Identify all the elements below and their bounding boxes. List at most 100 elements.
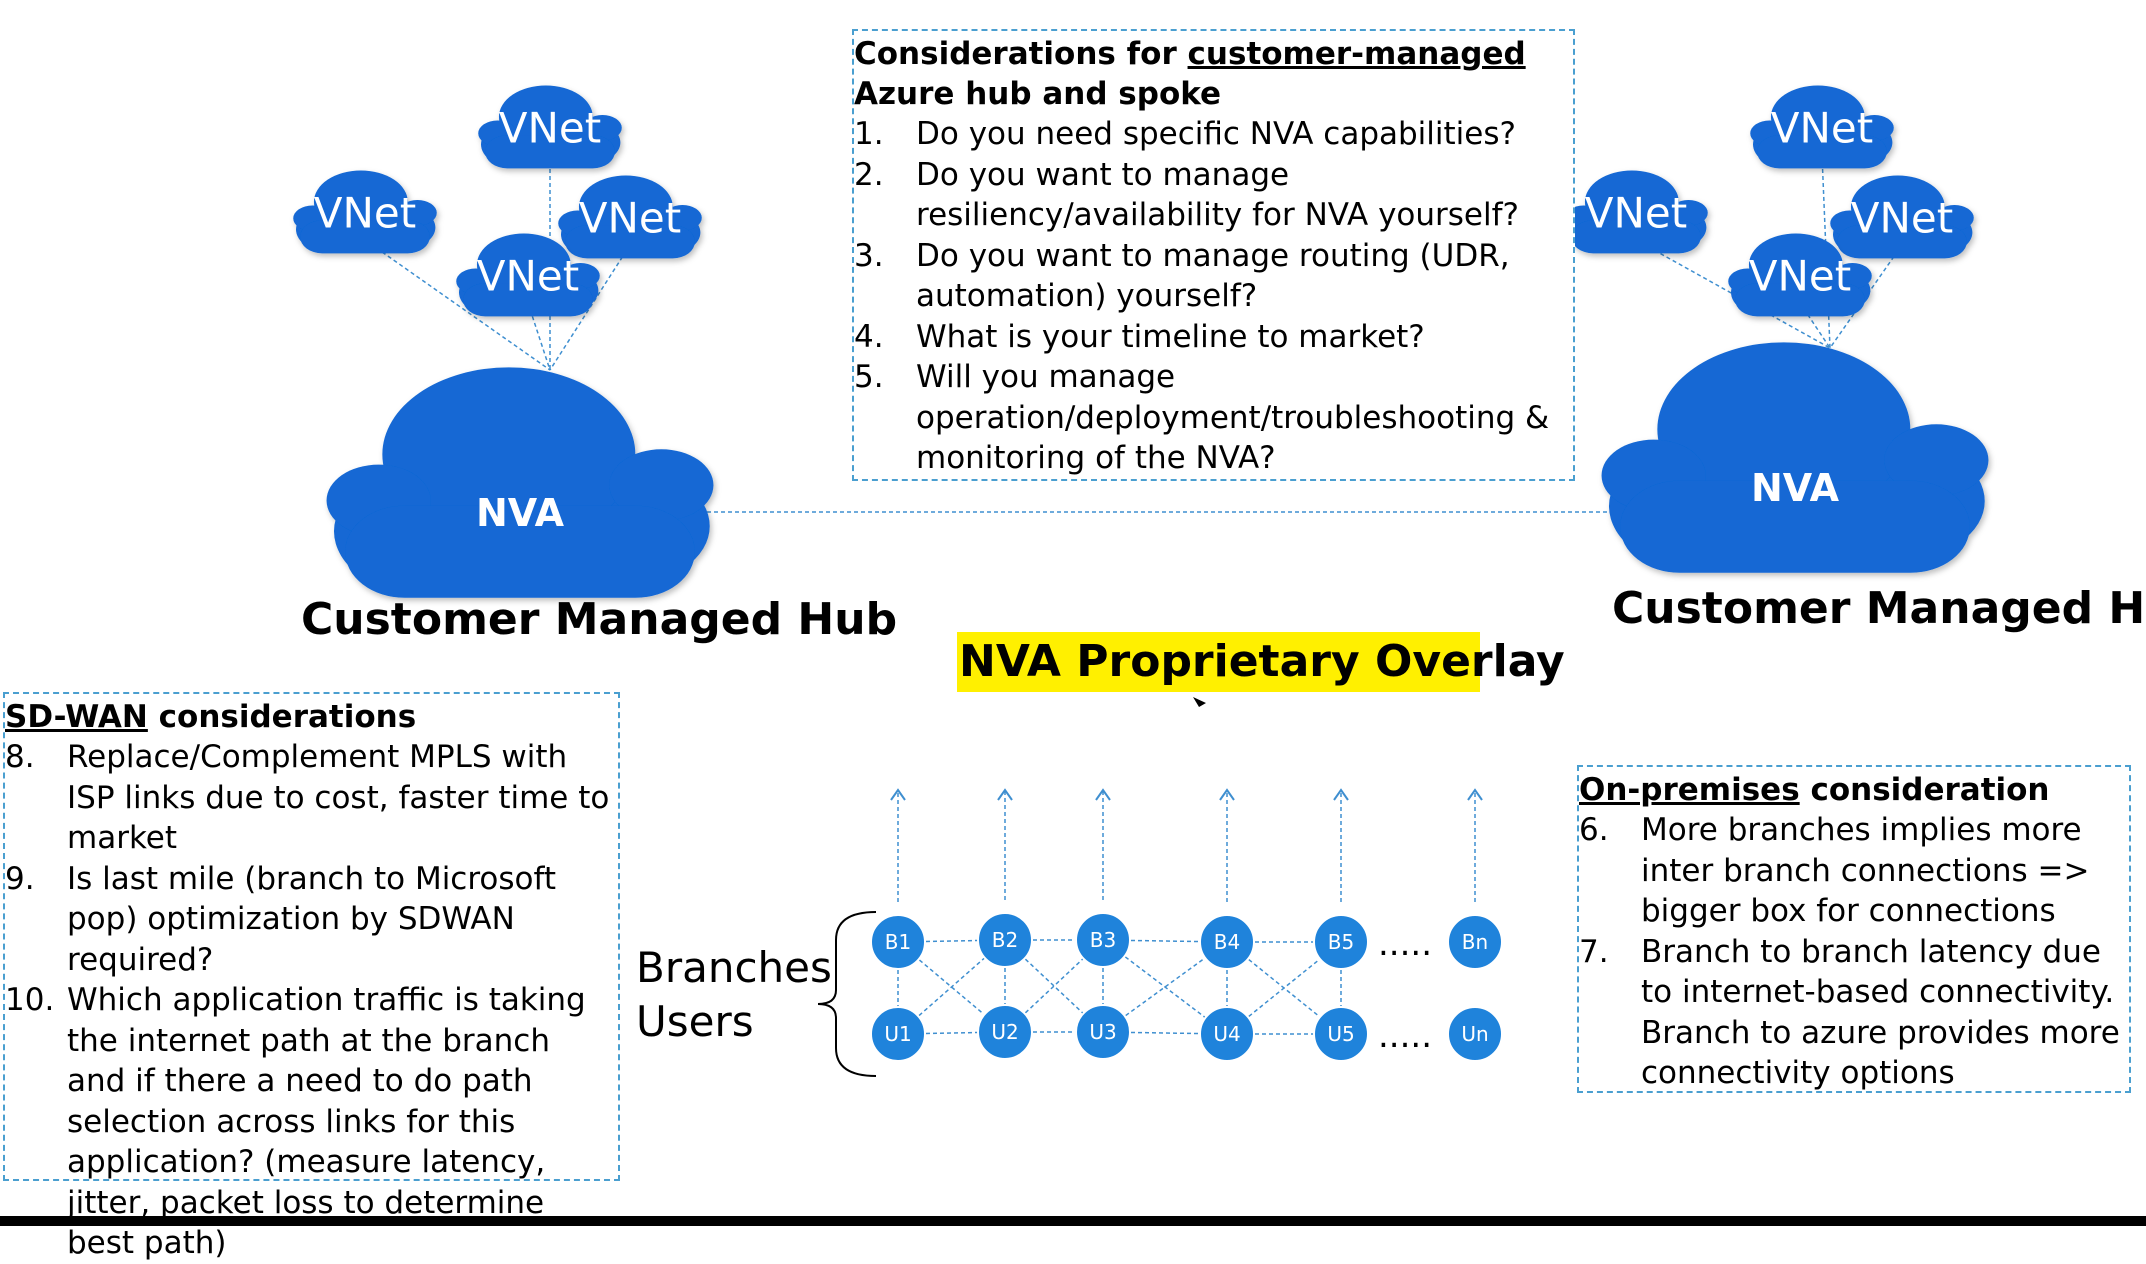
sdwan-consideration-item-text: Is last mile (branch to Microsoft pop) o… bbox=[67, 860, 557, 978]
arrow-head bbox=[890, 788, 906, 801]
top-considerations-list: 1. Do you need specific NVA capabilities?… bbox=[854, 114, 1567, 479]
user-node: U5 bbox=[1313, 1006, 1369, 1062]
node-label: B1 bbox=[885, 930, 911, 954]
sdwan-consideration-item-number: 9. bbox=[5, 860, 35, 897]
node-label: U2 bbox=[991, 1020, 1018, 1044]
top-consideration-item-text: Do you want to manage routing (UDR, auto… bbox=[916, 237, 1510, 315]
top-consideration-item-text: Do you want to manage resiliency/availab… bbox=[916, 156, 1519, 234]
branch-node: B5 bbox=[1313, 914, 1369, 970]
node-label: B3 bbox=[1090, 928, 1116, 952]
node-label: U3 bbox=[1089, 1020, 1116, 1044]
hub-spoke-link bbox=[1635, 239, 1831, 349]
onprem-consideration-item: 7. Branch to branch latency due to intern… bbox=[1579, 932, 2123, 1094]
sdwan-considerations-title: SD-WAN considerations bbox=[5, 699, 417, 735]
top-consideration-item: 4. What is your timeline to market? bbox=[854, 317, 1567, 358]
node-label: B4 bbox=[1214, 930, 1240, 954]
arrow-head bbox=[1219, 788, 1235, 801]
arrow-head bbox=[997, 788, 1013, 801]
onprem-consideration-item: 6. More branches implies more inter branc… bbox=[1579, 810, 2123, 932]
sdwan-consideration-item: 10. Which application traffic is taking t… bbox=[5, 980, 618, 1264]
nva-cloud-icon: NVA bbox=[1601, 342, 1989, 573]
branches-label: Branches bbox=[636, 943, 832, 992]
top-considerations-box: Considerations for customer-managed Azur… bbox=[852, 29, 1575, 481]
users-label: Users bbox=[636, 997, 754, 1046]
user-node: U3 bbox=[1075, 1004, 1131, 1060]
bottom-bar bbox=[0, 1216, 2146, 1226]
bracket bbox=[817, 911, 877, 1077]
branch-node: B3 bbox=[1075, 912, 1131, 968]
vnet-cloud-icon: VNet bbox=[293, 170, 437, 254]
sdwan-consideration-item: 9. Is last mile (branch to Microsoft pop)… bbox=[5, 859, 618, 981]
onprem-consideration-item-number: 6. bbox=[1579, 812, 1609, 848]
branch-node: B4 bbox=[1199, 914, 1255, 970]
vnet-label: VNet bbox=[1585, 189, 1687, 238]
node-label: U5 bbox=[1327, 1022, 1354, 1046]
ellipsis: ..... bbox=[1378, 924, 1432, 964]
nva-cloud-label: NVA bbox=[476, 491, 565, 535]
sdwan-consideration-item-number: 8. bbox=[5, 739, 35, 775]
vnet-label: VNet bbox=[1749, 252, 1851, 301]
ellipsis: ..... bbox=[1378, 1016, 1432, 1056]
vnet-cloud-icon: VNet bbox=[478, 85, 622, 169]
top-consideration-item: 2. Do you want to manage resiliency/avail… bbox=[854, 155, 1567, 236]
top-consideration-item-number: 3. bbox=[854, 237, 884, 274]
left-hub-label: Customer Managed Hub bbox=[301, 594, 898, 645]
overlay-label: NVA Proprietary Overlay bbox=[957, 632, 1565, 692]
arrow-head bbox=[1467, 788, 1483, 801]
branch-node: Bn bbox=[1447, 914, 1503, 970]
sdwan-consideration-item-text: Replace/Complement MPLS with ISP links d… bbox=[67, 739, 610, 856]
vnet-cloud-icon: VNet bbox=[456, 233, 600, 317]
vnet-cloud-icon: VNet bbox=[558, 175, 702, 259]
top-consideration-item-number: 2. bbox=[854, 156, 884, 193]
top-consideration-item: 3. Do you want to manage routing (UDR, au… bbox=[854, 236, 1567, 317]
vnet-cloud-icon: VNet bbox=[1728, 233, 1872, 317]
top-consideration-item: 5. Will you manage operation/deployment/t… bbox=[854, 357, 1567, 479]
onprem-considerations-title: On-premises consideration bbox=[1579, 772, 2050, 808]
vnet-label: VNet bbox=[477, 252, 579, 301]
vnet-label: VNet bbox=[1851, 194, 1953, 243]
top-consideration-item-number: 4. bbox=[854, 318, 884, 355]
user-node: U4 bbox=[1199, 1006, 1255, 1062]
onprem-consideration-item-text: Branch to branch latency due to internet… bbox=[1641, 933, 2120, 1092]
top-consideration-item-text: What is your timeline to market? bbox=[916, 318, 1425, 355]
node-label: B2 bbox=[992, 928, 1018, 952]
vnet-label: VNet bbox=[499, 104, 601, 153]
user-node: U2 bbox=[977, 1004, 1033, 1060]
node-label: Un bbox=[1461, 1022, 1488, 1046]
top-consideration-item-number: 1. bbox=[854, 116, 884, 152]
user-node: U1 bbox=[870, 1006, 926, 1062]
hub-spoke-link bbox=[549, 244, 631, 371]
top-considerations-title: Considerations for customer-managed Azur… bbox=[854, 36, 1526, 112]
vnet-cloud-icon: VNet bbox=[1750, 85, 1894, 169]
nva-cloud-label: NVA bbox=[1751, 466, 1840, 510]
top-consideration-item-text: Do you need specific NVA capabilities? bbox=[916, 116, 1516, 152]
nva-cloud-icon: NVA bbox=[326, 367, 714, 598]
node-label: Bn bbox=[1462, 930, 1488, 954]
top-consideration-item-text: Will you manage operation/deployment/tro… bbox=[916, 359, 1550, 476]
sdwan-consideration-item-number: 10. bbox=[5, 982, 55, 1018]
vnet-label: VNet bbox=[1771, 104, 1873, 153]
arrow-head bbox=[1095, 788, 1111, 801]
node-label: B5 bbox=[1328, 930, 1354, 954]
onprem-consideration-item-text: More branches implies more inter branch … bbox=[1641, 812, 2090, 929]
top-consideration-item-number: 5. bbox=[854, 359, 884, 395]
hub-spoke-link bbox=[527, 302, 551, 371]
overlay-arrows bbox=[890, 788, 1483, 902]
vnet-label: VNet bbox=[314, 189, 416, 238]
sdwan-consideration-item-text: Which application traffic is taking the … bbox=[67, 982, 586, 1261]
user-node: Un bbox=[1447, 1006, 1503, 1062]
top-consideration-item: 1. Do you need specific NVA capabilities? bbox=[854, 114, 1567, 155]
sdwan-consideration-item: 8. Replace/Complement MPLS with ISP links… bbox=[5, 737, 618, 859]
onprem-consideration-item-number: 7. bbox=[1579, 933, 1609, 970]
vnet-cloud-icon: VNet bbox=[1564, 170, 1708, 254]
onprem-considerations-box: On-premises consideration 6. More branche… bbox=[1577, 765, 2131, 1093]
sdwan-considerations-list: 8. Replace/Complement MPLS with ISP links… bbox=[5, 737, 618, 1264]
vnet-label: VNet bbox=[579, 194, 681, 243]
right-hub-label: Customer Managed Hub bbox=[1612, 583, 2146, 634]
node-label: U1 bbox=[884, 1022, 911, 1046]
branch-node: B1 bbox=[870, 914, 926, 970]
node-label: U4 bbox=[1213, 1022, 1240, 1046]
